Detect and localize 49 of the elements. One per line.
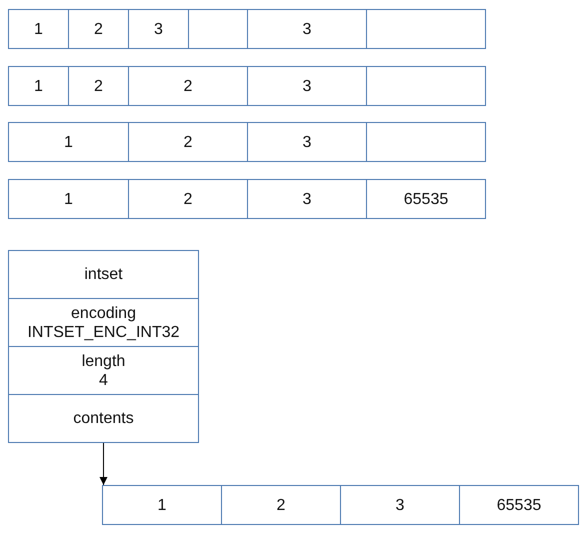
cell-text: 3 [302, 20, 312, 38]
array-cell [8, 9, 69, 49]
cell-text: 2 [184, 76, 192, 96]
array-cell [102, 485, 222, 525]
array-cell [128, 122, 248, 162]
cell-text: 3 [302, 190, 312, 208]
cell-text: 1 [34, 76, 43, 96]
array-cell [128, 179, 248, 219]
struct-field [8, 394, 199, 443]
array-cell [128, 9, 189, 49]
cell-text: 3 [302, 132, 312, 152]
array-cell [247, 179, 367, 219]
cell-text: length [82, 352, 126, 370]
array-cell [68, 9, 129, 49]
array-cell [340, 485, 460, 525]
array-cell [366, 179, 486, 219]
array-cell [247, 66, 367, 106]
cell-text: 1 [64, 190, 73, 208]
struct-field [8, 250, 199, 299]
array-cell [247, 122, 367, 162]
array-cell [8, 122, 129, 162]
cell-text: 2 [94, 20, 103, 38]
cell-text: 3 [302, 76, 312, 96]
cell-text: contents [73, 409, 134, 428]
cell-text: 65535 [496, 496, 542, 514]
cell-text: 2 [184, 190, 192, 208]
cell-text: intset [84, 265, 123, 284]
arrow [100, 442, 108, 486]
cell-text: 4 [99, 370, 108, 390]
array-cell [68, 66, 129, 106]
cell-text: 1 [34, 20, 43, 38]
array-cell [8, 66, 69, 106]
struct-field [8, 346, 199, 395]
cell-text: 1 [158, 496, 166, 514]
cell-text: 2 [184, 132, 192, 152]
struct-field [8, 298, 199, 347]
cell-text: 2 [94, 76, 103, 96]
array-cell [8, 179, 129, 219]
cell-text: 2 [276, 496, 286, 514]
cell-text: 3 [154, 20, 163, 38]
cell-text: encoding [71, 304, 136, 322]
cell-text: 3 [396, 496, 404, 514]
cell-text: 65535 [404, 190, 448, 208]
array-cell [247, 9, 367, 49]
array-cell [128, 66, 248, 106]
array-cell [221, 485, 341, 525]
cell-text: INTSET_ENC_INT32 [27, 322, 180, 342]
array-cell [459, 485, 579, 525]
cell-text: 1 [64, 132, 73, 152]
